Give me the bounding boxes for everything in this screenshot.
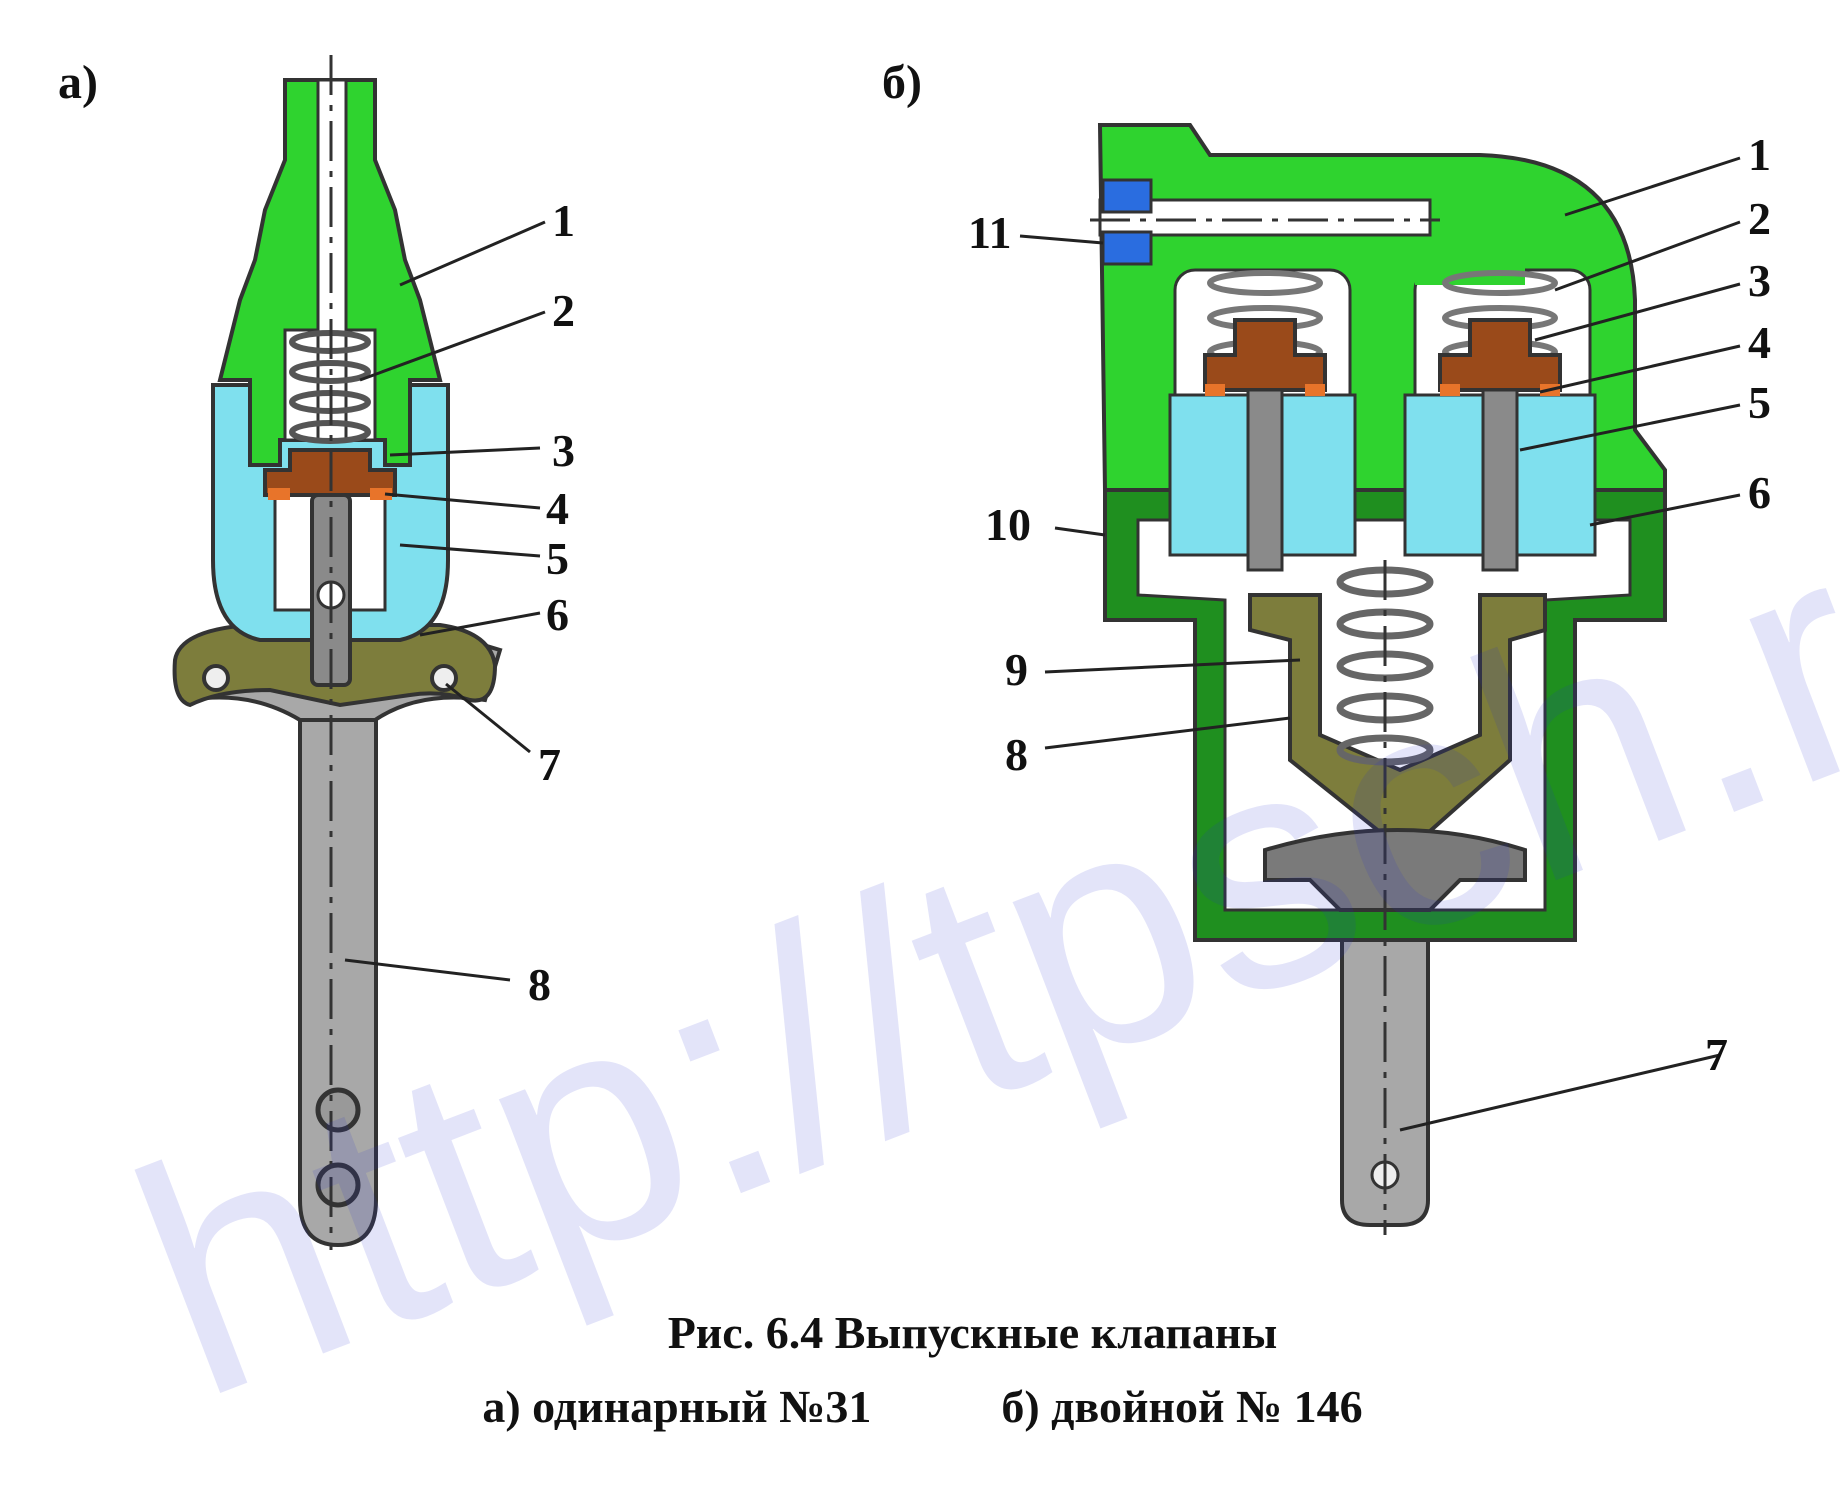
label-b-11: 11 [968, 207, 1011, 258]
lever-b [1248, 593, 1547, 842]
label-b-6: 6 [1748, 467, 1771, 518]
label-b-10: 10 [985, 499, 1031, 550]
label-b-2: 2 [1748, 193, 1771, 244]
panel-label-b: б) [882, 56, 922, 109]
panel-label-a: а) [58, 56, 98, 109]
plug-11 [1101, 178, 1153, 214]
figure-caption-title: Рис. 6.4 Выпускные клапаны [667, 1307, 1278, 1358]
plug-11 [1101, 230, 1153, 266]
seal-a [370, 488, 392, 500]
label-a-2: 2 [552, 285, 575, 336]
leaders-b [1019, 156, 1741, 1132]
label-a-3: 3 [552, 425, 575, 476]
seal-b [1305, 384, 1325, 396]
channel-b [1098, 198, 1432, 237]
valve-a-drawing: 1 2 3 4 5 6 7 8 [172, 55, 575, 1250]
label-b-9: 9 [1005, 644, 1028, 695]
seal-b [1205, 384, 1225, 396]
labels-b: 1 2 3 4 5 6 7 8 9 10 11 [968, 129, 1771, 1080]
label-a-4: 4 [546, 483, 569, 534]
handle-b [1340, 898, 1430, 1227]
valve-b-drawing: 1 2 3 4 5 6 7 8 9 10 11 [968, 123, 1771, 1235]
label-b-8: 8 [1005, 729, 1028, 780]
caption-sub-a: а) одинарный №31 [482, 1381, 872, 1432]
valve-stem-b-left [1246, 388, 1284, 572]
chamber-springs [1207, 270, 1558, 365]
seal-b [1440, 384, 1460, 396]
label-a-7: 7 [538, 739, 561, 790]
label-b-1: 1 [1748, 129, 1771, 180]
pin-7 [202, 664, 230, 692]
figure-caption-sub: а) одинарный №31 б) двойной № 146 [0, 1380, 1845, 1433]
labels-a: 1 2 3 4 5 6 7 8 [528, 195, 575, 1010]
label-a-6: 6 [546, 589, 569, 640]
lever-hole [315, 1087, 361, 1133]
label-a-8: 8 [528, 959, 551, 1010]
label-b-5: 5 [1748, 377, 1771, 428]
caption-sub-b: б) двойной № 146 [1001, 1381, 1363, 1432]
label-b-3: 3 [1748, 255, 1771, 306]
leaders-a [344, 220, 546, 982]
seal-a [268, 488, 290, 500]
lever-hole [315, 1162, 361, 1208]
pin-7 [430, 664, 458, 692]
label-a-5: 5 [546, 533, 569, 584]
label-b-7: 7 [1705, 1029, 1728, 1080]
valve-stem-b-right [1481, 388, 1519, 572]
label-a-1: 1 [552, 195, 575, 246]
label-b-4: 4 [1748, 317, 1771, 368]
cup-b [1263, 828, 1527, 912]
